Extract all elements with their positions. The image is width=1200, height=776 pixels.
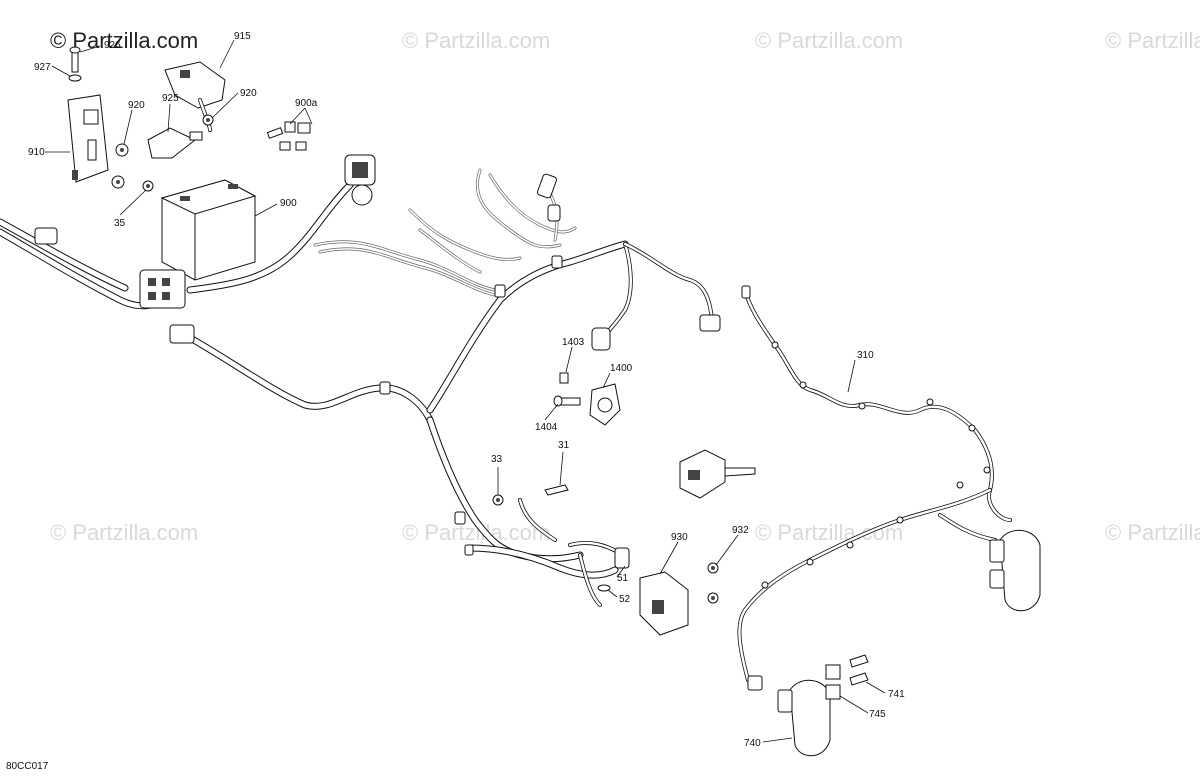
callout-labels: 926 927 915 920 920 925 900a 910 35 900 … (28, 31, 905, 749)
callout-310: 310 (857, 350, 874, 361)
nut-932-bottom (707, 592, 719, 604)
nut-920-top (202, 114, 214, 126)
nut-932-top (707, 562, 719, 574)
callout-1404: 1404 (535, 422, 558, 433)
terminal-hardware-900a (266, 121, 311, 151)
battery-holder-910 (67, 94, 109, 183)
watermark-bottom-right: © Partzilla.com (755, 520, 903, 545)
module-930 (639, 571, 689, 636)
watermark-top-right: © Partzilla.com (755, 28, 903, 53)
harness-connector-left (34, 227, 58, 245)
harness-connector-lower (169, 324, 195, 344)
tail-light-right (989, 530, 1041, 612)
callout-910: 910 (28, 147, 45, 158)
callout-900: 900 (280, 198, 297, 209)
module-bracket (679, 449, 756, 499)
screw-1404 (553, 395, 581, 407)
leader-lines (45, 39, 886, 743)
watermark-top-center: © Partzilla.com (402, 28, 550, 53)
callout-920-left: 920 (128, 100, 145, 111)
tail-connector (747, 675, 763, 691)
diagram-code: 80CC017 (6, 761, 49, 772)
watermarks: © Partzilla.com © Partzilla.com © Partzi… (50, 28, 1200, 545)
fuse-box-connector (139, 269, 186, 309)
nut-35 (142, 180, 154, 192)
grommet-52 (597, 584, 611, 592)
nut-920-holder (111, 175, 125, 189)
nut-33 (492, 494, 504, 506)
callout-51: 51 (617, 573, 629, 584)
bracket-745 (825, 664, 841, 700)
callout-31: 31 (558, 440, 570, 451)
callout-900a: 900a (295, 98, 318, 109)
screw-31 (544, 484, 569, 496)
callout-915: 915 (234, 31, 251, 42)
background-frame-harness (313, 168, 577, 298)
callout-932: 932 (732, 525, 749, 536)
screw-741 (849, 654, 869, 686)
harness-connector-right (591, 314, 721, 351)
callout-926: 926 (104, 40, 121, 51)
callout-740: 740 (744, 738, 761, 749)
tail-light-left-740 (777, 680, 831, 757)
callout-35: 35 (114, 218, 126, 229)
connector-51 (614, 547, 630, 569)
watermark-bottom-far-right: © Partzilla.com (1105, 520, 1200, 545)
sensor-1400 (589, 383, 621, 426)
cover-925 (147, 127, 203, 159)
battery-900 (160, 179, 257, 281)
watermark-bottom-left: © Partzilla.com (50, 520, 198, 545)
screw-1403 (559, 372, 569, 384)
callout-52: 52 (619, 594, 631, 605)
harness-connector-upper (344, 154, 376, 206)
rear-light-harness-310 (737, 285, 1012, 682)
callout-920-top: 920 (240, 88, 257, 99)
callout-927: 927 (34, 62, 51, 73)
watermark-top-far-right: © Partzilla.com (1105, 28, 1200, 53)
callout-741: 741 (888, 689, 905, 700)
nut-920-lower (115, 143, 129, 157)
callout-930: 930 (671, 532, 688, 543)
callout-925: 925 (162, 93, 179, 104)
callout-745: 745 (869, 709, 886, 720)
callout-33: 33 (491, 454, 503, 465)
callout-1403: 1403 (562, 337, 585, 348)
callout-1400: 1400 (610, 363, 633, 374)
washer-927 (68, 74, 82, 82)
bolt-926 (69, 46, 81, 73)
